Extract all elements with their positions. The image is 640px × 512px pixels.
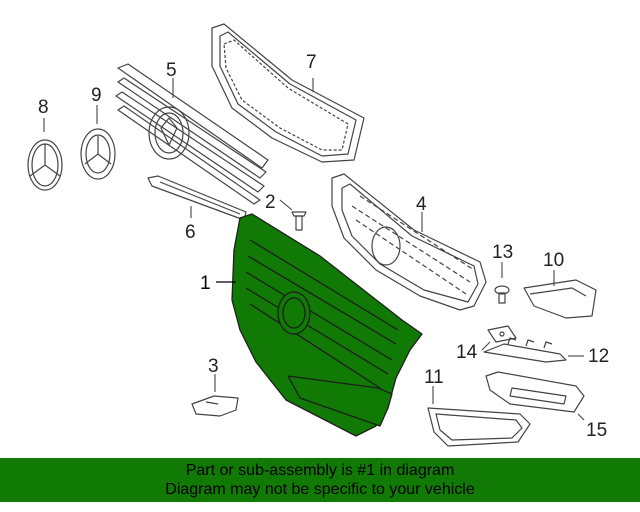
part-12-bracket[interactable] xyxy=(483,337,567,363)
callout-4: 4 xyxy=(416,194,427,215)
part-1-grille-assembly[interactable] xyxy=(231,213,423,437)
callout-2: 2 xyxy=(265,192,276,213)
callout-6: 6 xyxy=(185,222,196,243)
banner-line-2: Diagram may not be specific to your vehi… xyxy=(165,481,475,498)
callout-13: 13 xyxy=(492,242,513,263)
leader-lines xyxy=(43,78,585,421)
parts-diagram: 1 2 3 4 5 6 7 8 9 10 11 12 13 14 15 xyxy=(27,23,609,447)
callout-8: 8 xyxy=(38,97,49,118)
part-13-screw[interactable] xyxy=(494,285,510,304)
callout-10: 10 xyxy=(543,250,564,271)
part-2-bolt[interactable] xyxy=(291,211,307,231)
part-15-side-trim[interactable] xyxy=(485,371,585,413)
callout-12: 12 xyxy=(588,346,609,367)
callout-14: 14 xyxy=(456,342,478,363)
part-14-clip[interactable] xyxy=(487,325,517,343)
part-7-grille-frame[interactable] xyxy=(211,23,365,163)
callout-3: 3 xyxy=(208,356,219,377)
part-9-emblem-badge[interactable] xyxy=(80,128,116,180)
part-11-fog-bezel[interactable] xyxy=(427,407,531,447)
callout-7: 7 xyxy=(306,52,317,73)
callout-5: 5 xyxy=(166,60,177,81)
part-6-molding[interactable] xyxy=(147,175,247,221)
part-4-inner-grille[interactable] xyxy=(331,173,487,311)
part-5-upper-grille[interactable] xyxy=(115,63,269,205)
callout-1: 1 xyxy=(200,273,211,294)
callout-11: 11 xyxy=(424,367,444,388)
part-10-lamp-trim[interactable] xyxy=(523,279,597,319)
banner-line-1: Part or sub-assembly is #1 in diagram xyxy=(185,462,455,479)
callout-9: 9 xyxy=(91,85,102,106)
disclaimer-banner: Part or sub-assembly is #1 in diagram Di… xyxy=(0,458,640,502)
part-3-bracket[interactable] xyxy=(191,395,239,417)
part-8-emblem[interactable] xyxy=(27,139,63,191)
callout-15: 15 xyxy=(586,420,607,441)
